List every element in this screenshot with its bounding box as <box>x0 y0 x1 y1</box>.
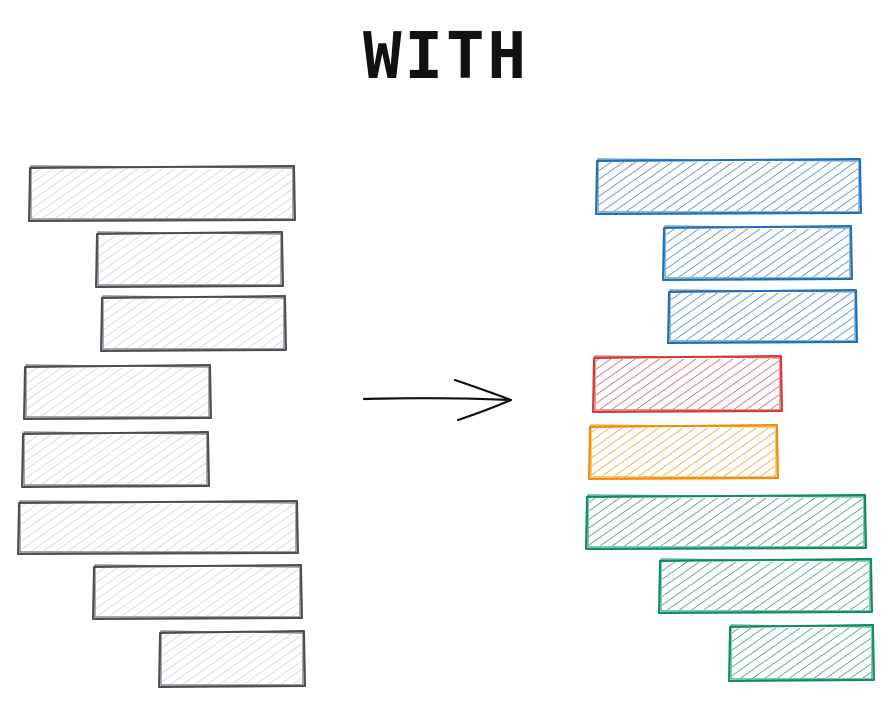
diagram-title: WITH <box>362 20 530 94</box>
gray-bar-4 <box>23 364 212 420</box>
red-bar <box>592 355 783 413</box>
orange-bar <box>588 424 779 480</box>
blue-bar-2 <box>662 225 853 281</box>
green-bar-1 <box>585 494 867 550</box>
blue-bar-1 <box>595 158 862 215</box>
blue-bar-3 <box>667 289 858 344</box>
green-bar-2 <box>658 558 873 614</box>
right-arrow-icon <box>362 378 513 422</box>
gray-bar-5 <box>21 431 210 488</box>
left-bar-group <box>17 165 306 688</box>
gray-bar-7 <box>92 564 303 620</box>
gray-bar-8 <box>158 630 306 688</box>
gray-bar-3 <box>100 295 287 352</box>
gray-bar-2 <box>95 231 284 288</box>
arrow-group <box>362 378 513 422</box>
right-bar-group <box>585 158 875 682</box>
gray-bar-6 <box>17 500 299 555</box>
gray-bar-1 <box>28 165 296 222</box>
green-bar-3 <box>728 624 875 682</box>
